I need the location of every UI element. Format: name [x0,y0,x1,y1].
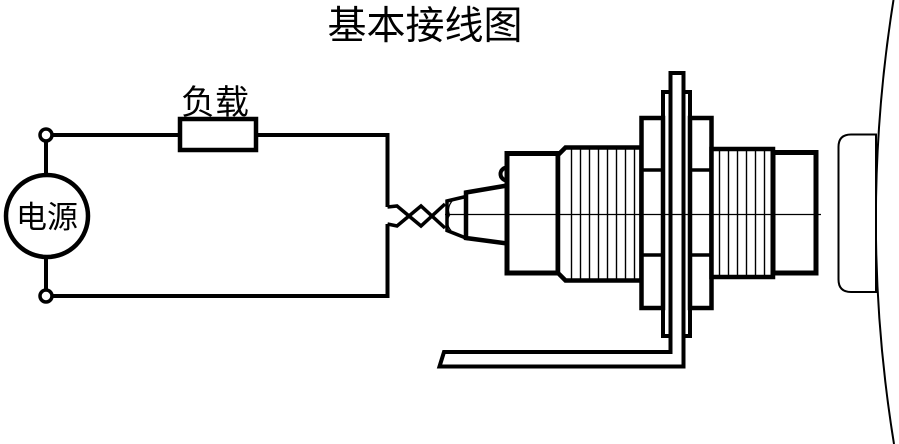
lock-nut-left [639,115,666,311]
wire-top-right [256,133,390,207]
mounting-bracket-l-shape [436,71,686,369]
wire-bottom [52,224,390,298]
circuit-wires [44,133,390,298]
load-label: 负载 [181,84,249,122]
sensor-connector-body [504,151,561,276]
terminal-top [38,127,54,143]
power-source-circle [3,172,91,260]
lock-nut-right [687,115,714,311]
diagram-title: 基本接线图 [327,5,522,48]
thread-right-lines [718,151,766,275]
load-resistor-box [177,116,259,153]
power-source-label: 电源 [16,200,78,235]
target-disc-edge-arc [874,0,895,444]
twisted-pair-cable [387,202,447,230]
sensor-sensing-head [770,150,819,276]
lock-nut-left-body [639,115,666,311]
cable-end-wedge [445,194,468,241]
twist-wire-a [387,202,447,229]
twist-wire-b [387,203,447,230]
sensor-thread-right [709,146,776,280]
target-hub-block [837,133,877,293]
terminal-bottom [38,288,54,304]
lock-nut-right-body [687,115,714,311]
